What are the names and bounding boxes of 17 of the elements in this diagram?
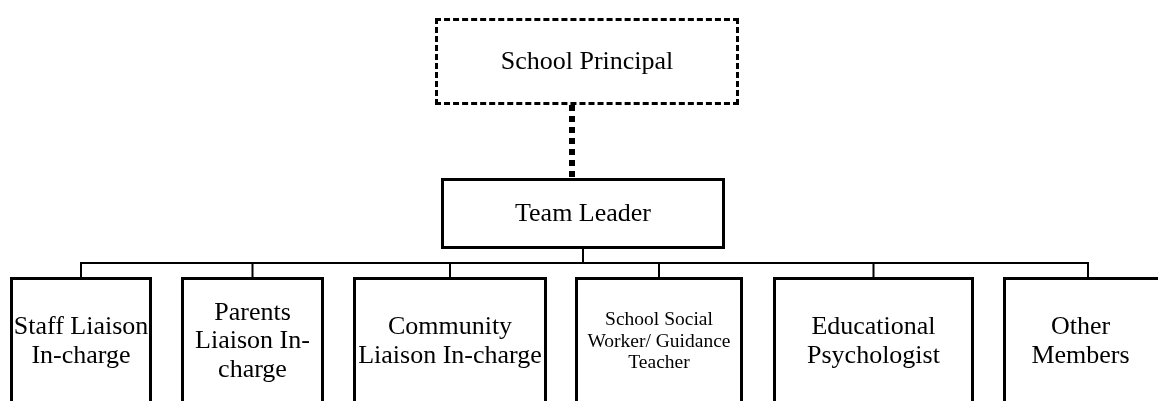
role-title: School Social Worker/ Guidance Teacher	[586, 308, 732, 373]
role-title: School Principal	[500, 47, 674, 76]
role-title: Team Leader	[515, 199, 651, 228]
role-title: Parents Liaison In-charge	[194, 297, 311, 384]
role-box	[575, 277, 743, 401]
role-box	[181, 277, 324, 401]
role-box	[353, 277, 547, 401]
role-title: Educational Psychologist	[806, 311, 941, 370]
role-box	[441, 178, 725, 249]
role-box	[10, 277, 152, 401]
dashed-box	[435, 18, 739, 105]
role-title: Staff Liaison In-charge	[13, 311, 149, 370]
role-title: Other Members	[1030, 311, 1131, 370]
role-box	[1003, 277, 1158, 401]
role-box	[773, 277, 974, 401]
connector-line	[569, 105, 575, 178]
role-title: Community Liaison In-charge	[357, 311, 543, 370]
